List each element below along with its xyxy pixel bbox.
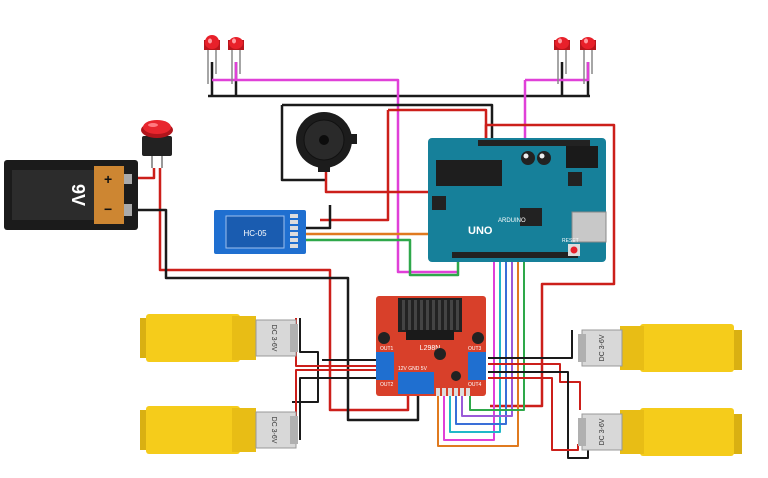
wire-buzzer-red (324, 170, 444, 194)
driver-out1-label: OUT1 (380, 346, 394, 352)
wire-led-signal (212, 78, 458, 274)
led-left-2 (228, 37, 244, 84)
motor-right-top: DC 3-6V (578, 324, 742, 372)
wire-battery-negative (128, 208, 420, 422)
wires (128, 62, 616, 459)
motor-right-bottom: DC 3-6V (578, 408, 742, 456)
led-group-right (554, 37, 596, 84)
wire-bt-green (306, 238, 460, 277)
battery-9v: 9V + − (4, 160, 138, 230)
motor-left-bottom-label: DC 3-6V (270, 417, 277, 444)
l298n-driver: L298N OUT1 OUT2 OUT3 OUT4 12V GND 5V (376, 296, 486, 396)
wire-arduino-vin (484, 123, 616, 408)
driver-out4-label: OUT4 (468, 382, 482, 388)
bluetooth-module: HC-05 (214, 210, 306, 254)
arduino-brand-label: UNO (468, 225, 493, 237)
driver-out3-label: OUT3 (468, 346, 482, 352)
wire-motor-right-top (488, 330, 573, 359)
push-button (141, 120, 173, 168)
motor-left-top-label: DC 3-6V (270, 325, 277, 352)
motor-left-bottom: DC 3-6V (140, 406, 298, 454)
driver-chip-label: L298N (420, 345, 441, 352)
buzzer (296, 112, 357, 172)
arduino-uno: UNO ARDUINO RESET (428, 138, 607, 262)
wire-buzzer-black (280, 105, 326, 182)
arduino-reset-label: RESET (562, 238, 579, 244)
battery-plus-label: + (104, 171, 112, 187)
motor-right-bottom-label: DC 3-6V (599, 418, 606, 445)
wire-motor-left-top (292, 318, 319, 403)
led-group-left (204, 35, 244, 84)
battery-minus-label: − (104, 201, 112, 217)
led-right-1 (554, 37, 570, 84)
bluetooth-model-label: HC-05 (243, 229, 267, 238)
arduino-board-text: ARDUINO (498, 218, 526, 224)
led-left-1 (204, 35, 220, 84)
motor-right-top-label: DC 3-6V (599, 334, 606, 361)
driver-out2-label: OUT2 (380, 382, 394, 388)
bluetooth-pins (290, 214, 298, 248)
motor-left-top: DC 3-6V (140, 314, 298, 362)
led-right-2 (580, 37, 596, 84)
battery-voltage-label: 9V (68, 184, 88, 206)
driver-power-label: 12V GND 5V (398, 366, 428, 372)
